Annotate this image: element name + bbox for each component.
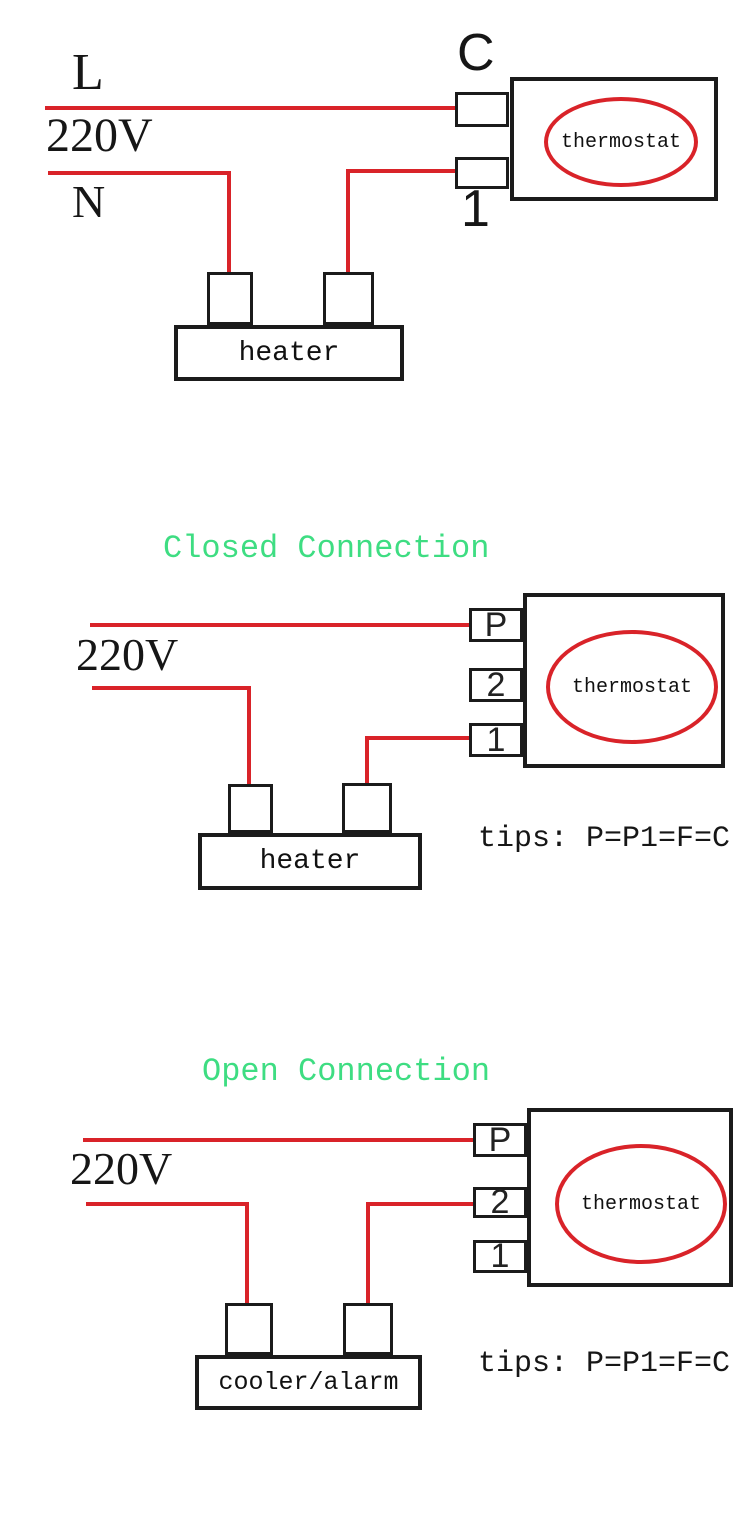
cooler-terminal-right (343, 1303, 393, 1355)
thermostat-ellipse: thermostat (555, 1144, 727, 1264)
switched-wire-drop (365, 736, 369, 785)
terminal-1: 1 (473, 1237, 527, 1275)
open-connection-title: Open Connection (202, 1053, 491, 1090)
terminal-p-label: P (484, 605, 508, 644)
terminal-p-label: P (488, 1120, 512, 1159)
cooler-terminal-left (225, 1303, 273, 1355)
heater-terminal-right (323, 272, 374, 325)
neutral-wire-drop (245, 1202, 249, 1305)
tips-note: tips: P=P1=F=C (478, 822, 731, 856)
switched-wire-drop (366, 1202, 370, 1305)
terminal-c-label: C (457, 24, 495, 82)
neutral-wire-drop (247, 686, 251, 786)
thermostat-label: thermostat (580, 1192, 702, 1216)
heater-box: heater (198, 833, 422, 890)
heater-terminal-right (342, 783, 392, 833)
terminal-1-label: 1 (486, 720, 506, 759)
switched-wire-drop (346, 169, 350, 274)
terminal-1: 1 (469, 720, 523, 759)
terminal-c (455, 92, 509, 127)
neutral-wire (48, 171, 231, 175)
thermostat-label: thermostat (560, 130, 682, 154)
live-wire (83, 1138, 479, 1142)
neutral-wire-drop (227, 171, 231, 274)
thermostat-ellipse: thermostat (544, 97, 698, 187)
cooler-alarm-label: cooler/alarm (218, 1368, 399, 1397)
terminal-p: P (469, 605, 523, 644)
switched-wire (365, 736, 475, 740)
heater-box: heater (174, 325, 404, 381)
terminal-2-label: 2 (490, 1183, 510, 1221)
heater-label: heater (238, 337, 340, 369)
neutral-label: N (72, 176, 106, 227)
live-wire (90, 623, 475, 627)
terminal-1-label: 1 (461, 180, 490, 238)
closed-connection-title: Closed Connection (163, 530, 490, 567)
terminal-1-label: 1 (490, 1237, 510, 1275)
terminal-1 (455, 157, 509, 189)
voltage-label: 220V (70, 1143, 173, 1194)
neutral-wire (92, 686, 251, 690)
line-label: L (72, 44, 104, 101)
neutral-wire (86, 1202, 249, 1206)
voltage-label: 220V (46, 109, 153, 162)
switched-wire (346, 169, 504, 173)
voltage-label: 220V (76, 629, 179, 680)
heater-terminal-left (207, 272, 253, 325)
live-wire (45, 106, 500, 110)
switched-wire (366, 1202, 479, 1206)
terminal-p: P (473, 1120, 527, 1159)
cooler-alarm-box: cooler/alarm (195, 1355, 422, 1410)
thermostat-ellipse: thermostat (546, 630, 718, 744)
terminal-2: 2 (469, 665, 523, 704)
thermostat-label: thermostat (571, 675, 693, 699)
terminal-2: 2 (473, 1183, 527, 1221)
heater-terminal-left (228, 784, 273, 833)
terminal-2-label: 2 (486, 665, 506, 704)
heater-label: heater (259, 846, 361, 877)
tips-note: tips: P=P1=F=C (478, 1347, 731, 1381)
